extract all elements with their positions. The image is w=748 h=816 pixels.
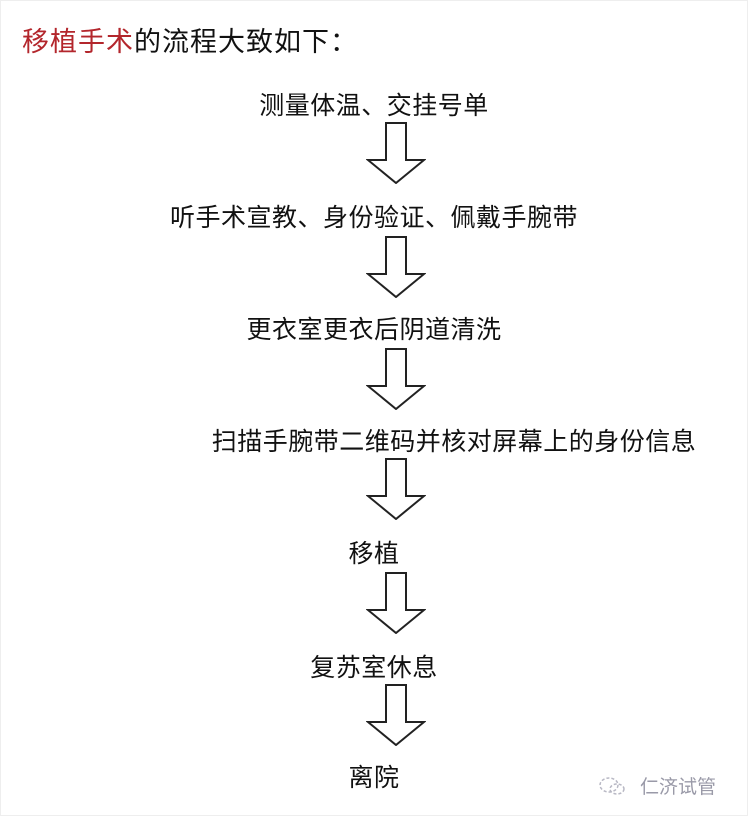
- down-arrow-icon: [366, 236, 426, 298]
- down-arrow-icon: [366, 458, 426, 520]
- watermark: 仁济试管: [598, 772, 716, 799]
- step-6: 复苏室休息: [310, 653, 438, 682]
- step-7: 离院: [348, 763, 400, 792]
- step-4: 扫描手腕带二维码并核对屏幕上的身份信息: [211, 427, 697, 456]
- title-highlight: 移植手术: [22, 27, 134, 58]
- down-arrow-icon: [366, 348, 426, 410]
- step-2: 听手术宣教、身份验证、佩戴手腕带: [169, 203, 578, 232]
- down-arrow-icon: [366, 122, 426, 184]
- page-title: 移植手术的流程大致如下：: [22, 20, 358, 59]
- step-5: 移植: [348, 539, 400, 568]
- title-rest: 的流程大致如下：: [134, 27, 358, 58]
- chat-bubble-icon: [598, 776, 626, 796]
- step-3: 更衣室更衣后阴道清洗: [246, 315, 502, 344]
- step-1: 测量体温、交挂号单: [259, 91, 489, 120]
- watermark-text: 仁济试管: [640, 776, 717, 798]
- down-arrow-icon: [366, 684, 426, 746]
- down-arrow-icon: [366, 572, 426, 634]
